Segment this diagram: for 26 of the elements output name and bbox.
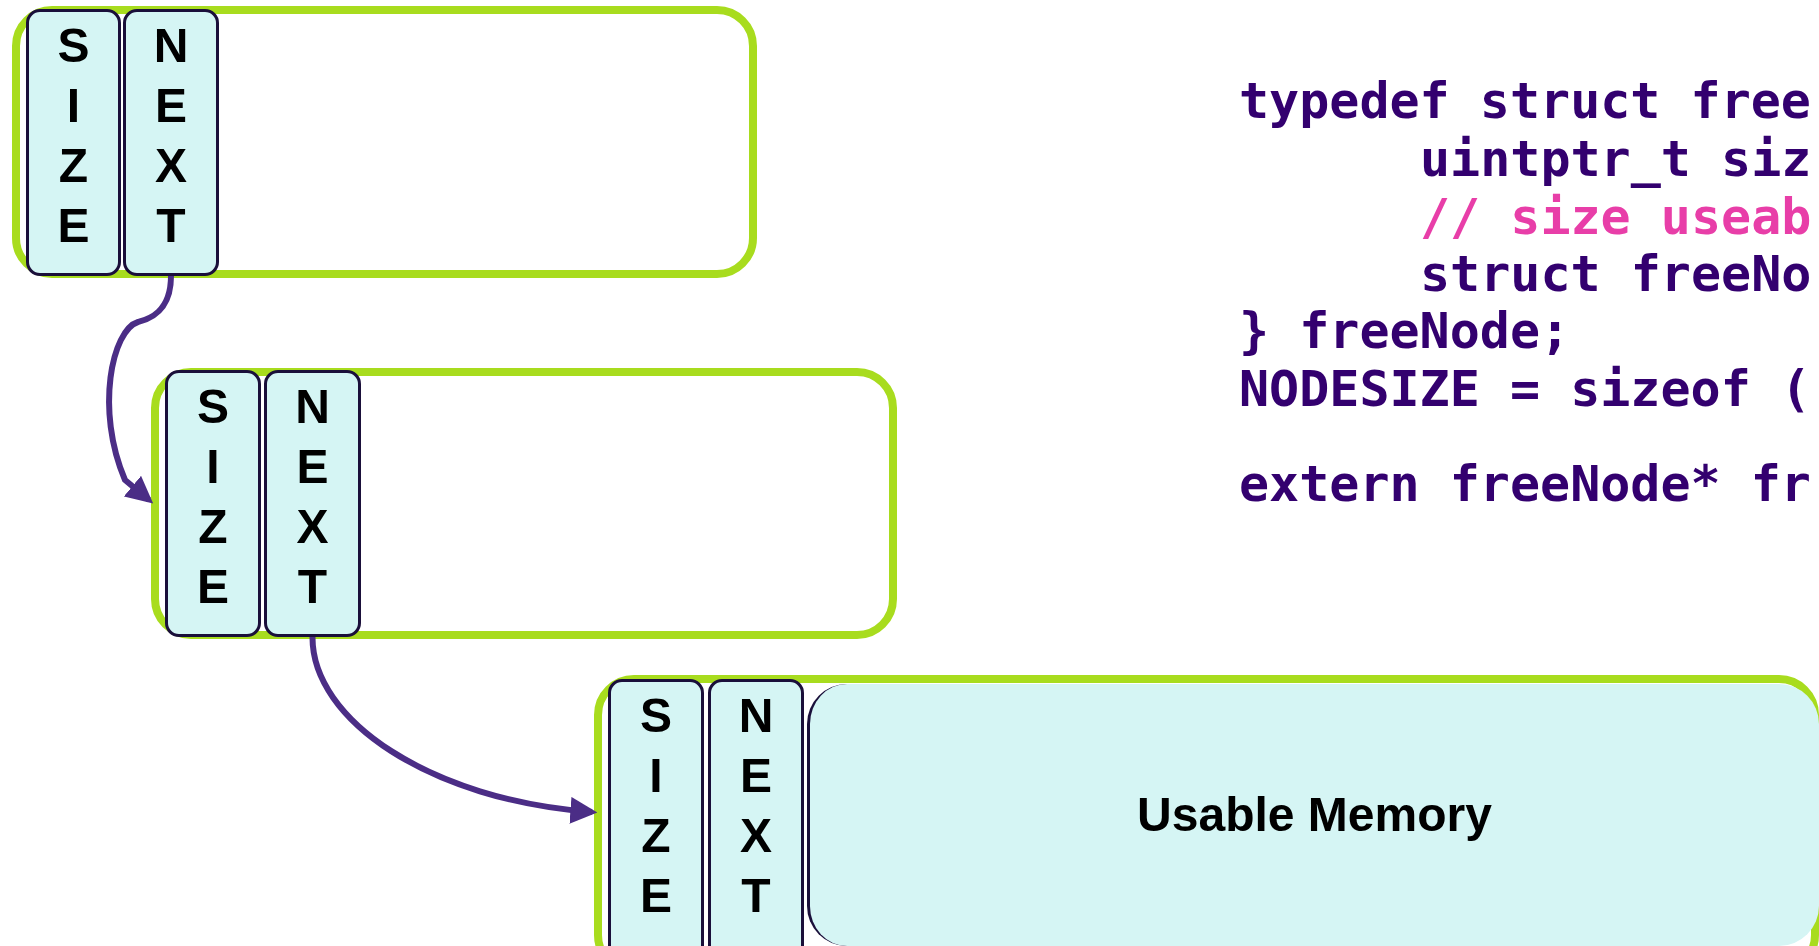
header-field	[608, 679, 704, 946]
header-field	[708, 679, 804, 946]
field-label: NEXT	[738, 688, 774, 924]
code-line: typedef struct free	[1239, 72, 1811, 130]
header-field	[26, 9, 121, 276]
code-line: NODESIZE = sizeof (	[1239, 360, 1811, 418]
field-label: SIZE	[196, 379, 230, 615]
arrow	[106, 275, 174, 504]
header-field	[264, 370, 361, 637]
code-line: struct freeNo	[1420, 245, 1812, 303]
memory-block	[151, 368, 897, 639]
memory-block	[12, 6, 757, 278]
code-line: extern freeNode* fr	[1239, 455, 1811, 513]
arrow	[309, 636, 598, 824]
field-label: NEXT	[153, 18, 189, 254]
memory-block	[594, 675, 1819, 946]
field-label: SIZE	[56, 18, 91, 254]
code-line: // size useab	[1420, 188, 1812, 246]
field-label: NEXT	[294, 379, 331, 615]
code-line: } freeNode;	[1239, 302, 1571, 360]
area-label: Usable Memory	[1137, 787, 1492, 843]
header-field	[165, 370, 261, 637]
field-label: SIZE	[639, 688, 673, 924]
header-field	[123, 9, 219, 276]
code-line: uintptr_t siz	[1420, 130, 1812, 188]
usable-memory-area	[807, 684, 1819, 946]
